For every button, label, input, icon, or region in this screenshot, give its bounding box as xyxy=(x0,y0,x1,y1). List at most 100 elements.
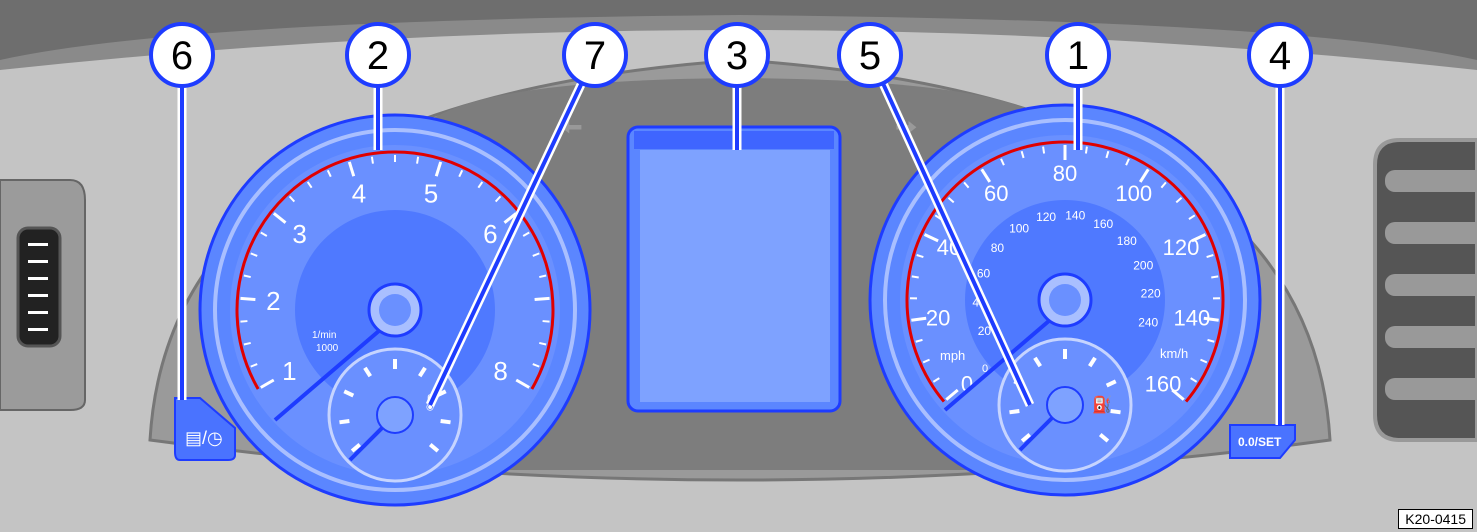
tick-mark xyxy=(911,316,927,322)
callout-number: 4 xyxy=(1269,34,1291,78)
needle xyxy=(943,318,1052,412)
sub-tick xyxy=(350,443,362,453)
kmh-label: 200 xyxy=(1133,258,1153,272)
tick-mark xyxy=(1206,254,1214,258)
kmh-label: 220 xyxy=(1141,287,1161,301)
callout-6: 6 xyxy=(149,22,215,400)
sub-tick xyxy=(363,366,372,378)
callout-1: 1 xyxy=(1045,22,1111,150)
tick-mark xyxy=(250,252,258,257)
callout-circle xyxy=(1247,22,1313,88)
tick-mark xyxy=(260,378,275,389)
tick-mark xyxy=(1000,158,1005,166)
callout-7: 7 xyxy=(425,22,628,407)
tick-mark xyxy=(539,341,547,346)
display-clock-button[interactable]: ▤/◷ xyxy=(174,397,236,461)
callout-2: 2 xyxy=(345,22,411,150)
tick-mark xyxy=(963,181,970,189)
tick-mark xyxy=(1042,146,1046,154)
callout-number: 5 xyxy=(859,34,881,78)
tick-mark xyxy=(911,275,919,279)
tick-mark xyxy=(1203,316,1219,322)
sub-tick xyxy=(1009,409,1020,415)
tick-mark xyxy=(923,233,939,243)
sub-hub xyxy=(376,396,414,434)
tick-mark xyxy=(370,156,374,164)
sub-tick xyxy=(1033,356,1042,368)
vent-slat xyxy=(1385,170,1477,192)
sub-tick xyxy=(339,419,350,425)
tick-mark xyxy=(1160,181,1167,189)
tick-mark xyxy=(1207,338,1215,343)
tick-mark xyxy=(326,169,332,178)
tick-mark xyxy=(1190,377,1198,383)
wheel-mark xyxy=(28,328,48,331)
trip-reset-button[interactable]: 0.0/SET xyxy=(1229,424,1296,459)
kmh-label: 240 xyxy=(1138,316,1158,330)
callout-4: 4 xyxy=(1247,22,1313,425)
dial-label: 6 xyxy=(483,219,497,249)
kmh-label: 100 xyxy=(1009,221,1029,235)
dial-label: 80 xyxy=(1053,161,1077,186)
dial-label: 4 xyxy=(352,178,366,208)
vent-slat xyxy=(1385,378,1477,400)
sub-tick xyxy=(1020,433,1032,443)
vent-slat xyxy=(1385,326,1477,348)
tick-mark xyxy=(503,212,518,224)
tick-mark xyxy=(532,252,540,257)
red-arc xyxy=(235,150,555,390)
sub-tick xyxy=(440,419,451,425)
fuel-icon: ⛽ xyxy=(1092,395,1112,414)
tach-unit-scale: 1000 xyxy=(316,343,339,354)
sub-hub xyxy=(1046,386,1084,424)
dial-label: 20 xyxy=(926,306,950,331)
callout-3: 3 xyxy=(704,22,770,150)
tick-mark xyxy=(306,181,313,189)
callout-number: 1 xyxy=(1067,34,1089,78)
tick-mark xyxy=(416,156,420,164)
tick-mark xyxy=(515,378,530,389)
tick-mark xyxy=(947,197,955,204)
tick-mark xyxy=(534,296,550,302)
tick-mark xyxy=(1211,275,1219,279)
callout-number: 3 xyxy=(726,34,748,78)
tick-mark xyxy=(240,296,256,302)
tick-mark xyxy=(250,363,258,368)
tick-mark xyxy=(260,231,268,237)
wheel-mark xyxy=(28,260,48,263)
tach-unit: 1/min xyxy=(312,330,336,341)
tick-mark xyxy=(915,338,923,343)
tick-mark xyxy=(243,341,251,346)
sub-tick xyxy=(1110,409,1121,415)
callout-circle xyxy=(1045,22,1111,88)
tick-mark xyxy=(240,320,248,323)
trip-reset-label: 0.0/SET xyxy=(1238,435,1282,449)
dial-label: 3 xyxy=(292,219,306,249)
vent-slat xyxy=(1385,274,1477,296)
kmh-label: 120 xyxy=(1036,210,1056,224)
callout-number: 7 xyxy=(584,34,606,78)
sub-tick xyxy=(1088,356,1097,368)
callout-5: 5 xyxy=(837,22,1035,407)
callout-circle xyxy=(562,22,628,88)
tick-mark xyxy=(1171,388,1185,401)
tick-mark xyxy=(1138,168,1150,183)
tick-mark xyxy=(1200,358,1208,364)
left-thumbwheel xyxy=(16,226,62,348)
tick-mark xyxy=(1105,150,1110,159)
tick-mark xyxy=(477,181,484,189)
callout-circle xyxy=(149,22,215,88)
tick-mark xyxy=(1084,146,1088,154)
dial-label: 60 xyxy=(984,181,1008,206)
tick-mark xyxy=(1175,197,1183,204)
needle-hub-center xyxy=(1049,284,1081,316)
mph-unit: mph xyxy=(940,348,965,363)
tick-mark xyxy=(522,231,530,237)
kmh-label: 140 xyxy=(1065,209,1085,223)
tick-mark xyxy=(243,274,251,279)
tick-mark xyxy=(922,358,930,364)
sub-tick xyxy=(1098,433,1110,443)
